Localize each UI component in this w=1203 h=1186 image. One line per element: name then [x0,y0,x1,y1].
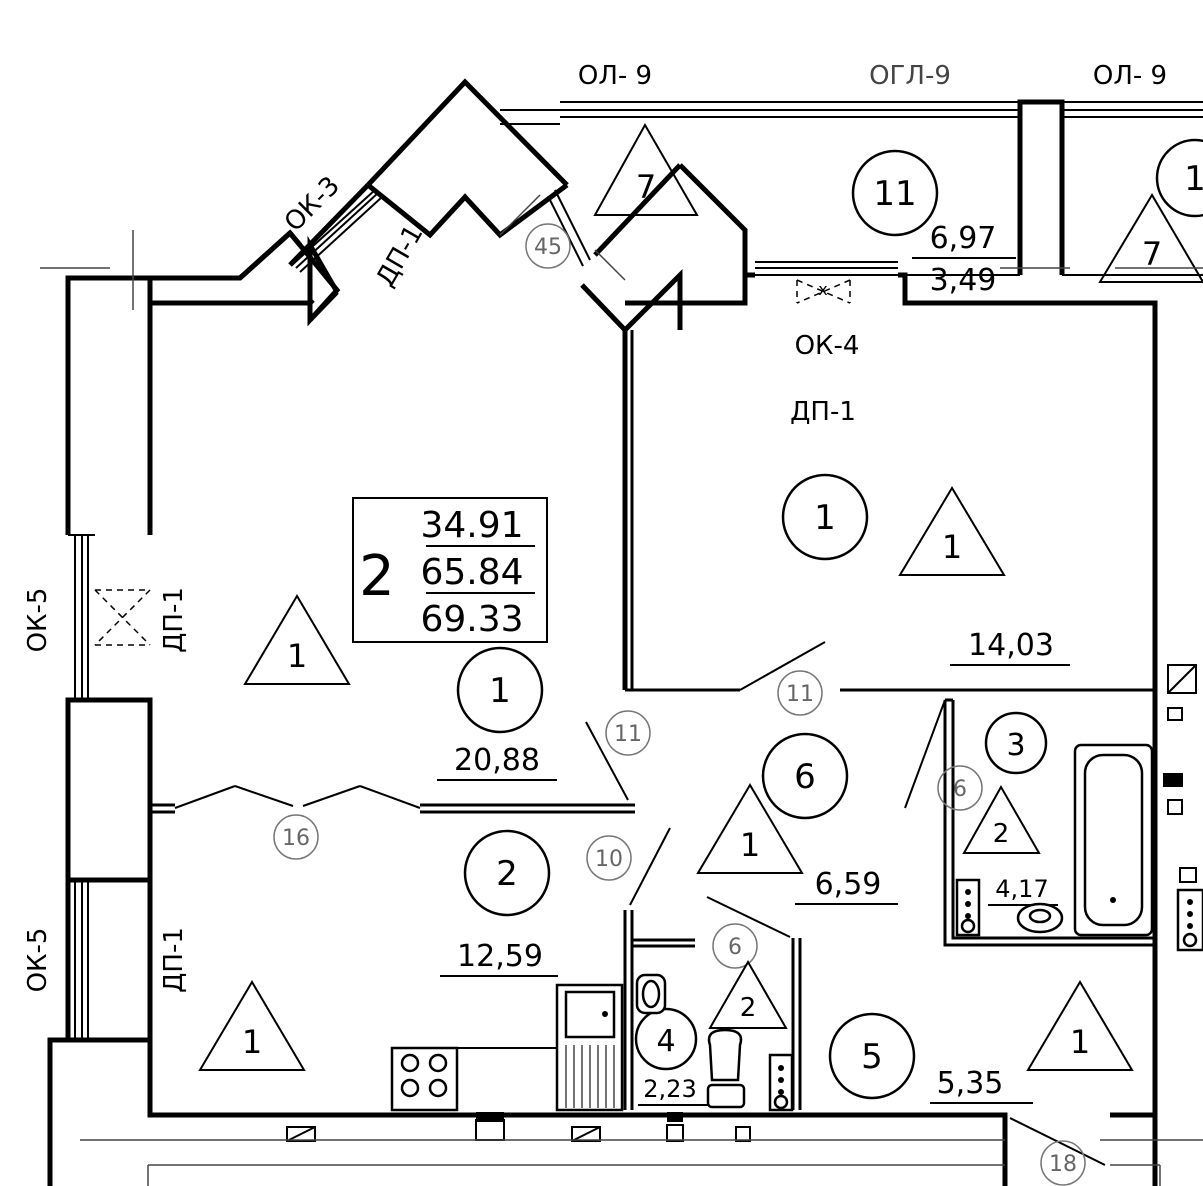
door-dp1-left-top: ДП-1 [159,587,189,653]
area-wc: 2,23 [643,1075,696,1103]
window-ok5-bottom: ОК-5 [23,928,53,993]
room-areas: 20,88 14,03 12,59 4,17 2,23 5,35 6,59 6,… [437,221,1070,1106]
door-dp1-left-bottom: ДП-1 [159,927,189,993]
room-number-balcony: 11 [873,174,916,214]
svg-text:1: 1 [1070,1023,1090,1061]
room-number-bathroom: 3 [1006,728,1025,763]
svg-text:11: 11 [786,682,814,707]
door-dp1-top: ДП-1 [790,397,856,427]
door-dp1-diagonal: ДП-1 [371,220,430,292]
area-hall: 5,35 [937,1066,1004,1101]
room-number-wc: 4 [656,1024,675,1059]
svg-text:7: 7 [1142,235,1162,273]
svg-text:7: 7 [636,168,656,206]
area-bathroom: 4,17 [995,875,1048,903]
room-numbers: 1 1 2 3 4 5 6 11 1 [456,138,1203,1100]
svg-text:16: 16 [282,826,310,851]
svg-text:18: 18 [1049,1152,1077,1177]
svg-text:10: 10 [595,847,623,872]
room-number-bedroom: 1 [814,498,836,538]
area-corridor: 6,59 [815,867,882,902]
area-balcony: 6,97 [930,221,997,256]
svg-text:6: 6 [953,777,967,802]
total-with-balcony: 69.33 [420,599,523,640]
svg-text:2: 2 [740,993,757,1023]
svg-text:45: 45 [534,235,562,260]
window-ok3: ОК-3 [279,171,346,238]
room-number-kitchen: 2 [496,854,518,894]
room-number-hall: 5 [861,1037,883,1077]
area-kitchen: 12,59 [457,939,543,974]
window-ol9-left: ОЛ- 9 [578,61,652,91]
shaft-marks [286,664,1197,1142]
area-living: 20,88 [454,743,540,778]
svg-text:1: 1 [242,1023,262,1061]
door-markers: 45 11 11 16 10 6 6 18 [273,223,1086,1186]
living-area: 34.91 [420,505,523,546]
svg-text:1: 1 [287,637,307,675]
kitchen-fixtures [390,983,624,1112]
svg-text:2: 2 [993,819,1010,849]
axis-lines [40,230,1203,1186]
balcony-door [499,189,626,281]
balcony-structure [500,99,1203,276]
window-ol9-right: ОЛ- 9 [1093,61,1167,91]
apartment-rooms: 2 [359,544,395,609]
finish-markers: 7 7 1 1 1 1 2 2 1 [198,122,1203,1071]
svg-text:1: 1 [740,826,760,864]
window-ok5-top: ОК-5 [23,588,53,653]
total-area: 65.84 [420,552,523,593]
sink-drainer [565,1045,615,1108]
svg-text:11: 11 [614,722,642,747]
room-number-partial: 1 [1184,159,1203,199]
bathroom-fixtures [955,743,1203,952]
window-ok4: ОК-4 [795,331,860,361]
interior-walls [150,330,1155,1110]
window-ok3 [291,189,383,273]
window-ok4: x [755,261,898,304]
svg-text:x: x [818,280,827,299]
apartment-summary: 2 34.91 65.84 69.33 [352,497,548,643]
room-number-living: 1 [489,671,511,711]
svg-text:6: 6 [728,935,742,960]
room-number-corridor: 6 [794,757,816,797]
svg-text:1: 1 [942,528,962,566]
opening-labels: ОЛ- 9 ОГЛ-9 ОЛ- 9 ОК-3 ДП-1 ОК-4 ДП-1 ОК… [23,61,1167,993]
wc-fixtures [635,973,794,1112]
area-balcony-reduced: 3,49 [930,263,997,298]
left-windows [68,534,151,1041]
window-ogl9: ОГЛ-9 [869,61,951,91]
area-bedroom: 14,03 [968,628,1054,663]
